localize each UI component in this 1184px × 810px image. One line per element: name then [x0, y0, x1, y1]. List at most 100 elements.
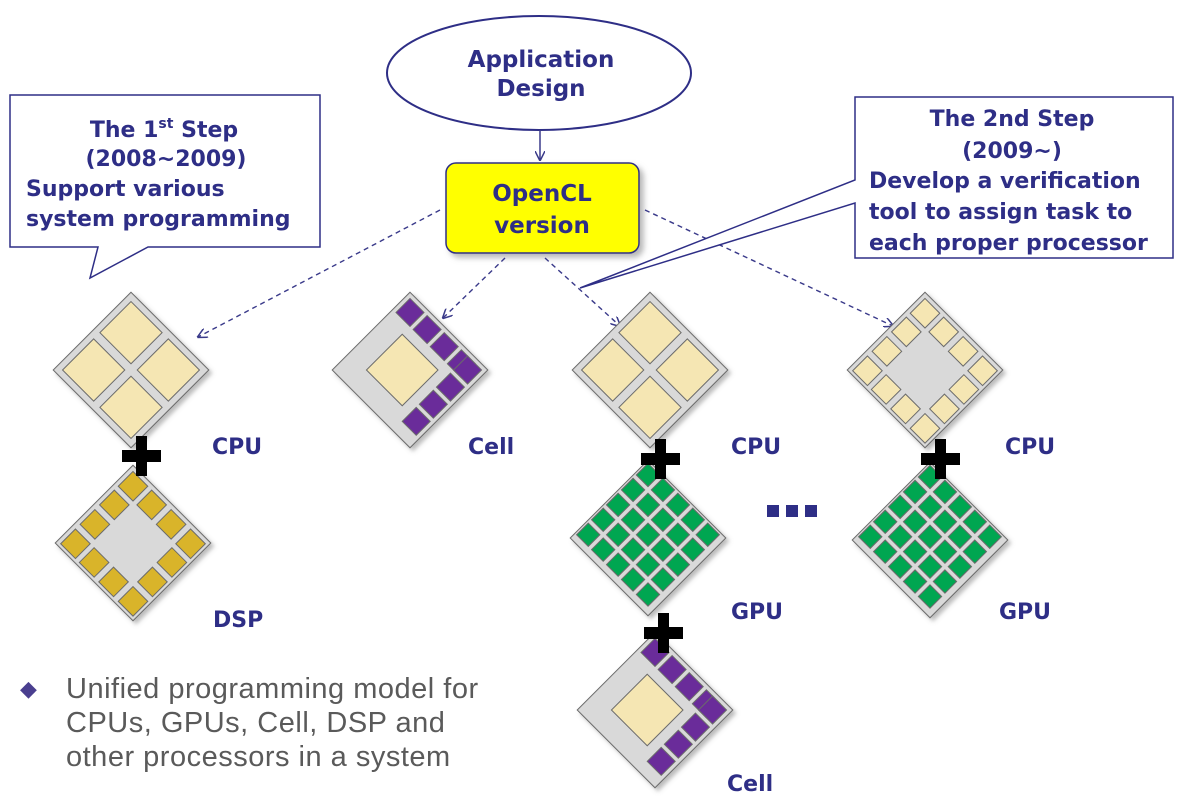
gpu-core	[932, 569, 958, 594]
step1-line1: Support various	[26, 177, 225, 202]
arrow-to-cpu-gpu	[644, 209, 893, 326]
spe-core	[697, 695, 728, 725]
dsp-core	[98, 489, 130, 521]
arrow-to-cell	[443, 257, 506, 318]
gpu-core	[605, 492, 631, 518]
spe-core	[657, 654, 687, 685]
cpu-core	[618, 375, 682, 440]
cpu-core	[99, 375, 163, 440]
spe-core	[680, 712, 711, 742]
chip-cpu-left	[52, 291, 210, 449]
cpu-core	[136, 338, 201, 402]
gpu-core	[620, 507, 646, 533]
ellipsis-dot	[786, 505, 798, 517]
chip-gpu-right	[851, 461, 1009, 619]
application-design-line1: Application	[468, 47, 615, 73]
spe-core	[429, 331, 459, 362]
plus-icon	[641, 439, 680, 479]
spe-core	[674, 671, 704, 702]
gpu-core	[620, 567, 646, 592]
dsp-core	[78, 546, 110, 578]
gpu-core	[665, 492, 691, 518]
gpu-core	[680, 537, 706, 563]
ellipsis-dot	[767, 505, 779, 517]
dsp-core	[156, 546, 188, 578]
gpu-core	[605, 552, 631, 577]
gpu-core	[917, 554, 943, 579]
dsp-core	[136, 566, 168, 598]
gpu-core	[872, 539, 898, 565]
cpu-core	[851, 355, 883, 387]
spe-core	[418, 389, 449, 419]
gpu-core	[917, 494, 943, 520]
gpu-core	[932, 509, 958, 535]
step2-years: (2009~)	[962, 139, 1062, 164]
spe-core	[395, 297, 425, 328]
opencl-line1: OpenCL	[492, 181, 592, 207]
ellipsis-dot	[805, 505, 817, 517]
gpu-core	[620, 477, 646, 503]
summary-text: Unified programming model for CPUs, GPUs…	[66, 673, 479, 773]
cpu-core	[870, 373, 902, 405]
cpu-core	[890, 316, 922, 348]
spe-core	[646, 746, 676, 777]
dsp-core	[98, 566, 130, 598]
gpu-core	[902, 539, 928, 565]
cpu-core	[871, 335, 903, 367]
label-cpu-1: CPU	[212, 435, 262, 460]
step1-years: (2008~2009)	[85, 147, 246, 172]
spe-core	[412, 314, 442, 345]
step2-line1: Develop a verification	[869, 169, 1141, 194]
cpu-core	[655, 338, 720, 402]
gpu-core	[947, 494, 973, 520]
gpu-core	[932, 539, 958, 565]
gpu-core	[590, 507, 616, 533]
dsp-core	[117, 470, 149, 502]
gpu-core	[947, 524, 973, 550]
gpu-core	[887, 524, 913, 550]
chip-labels: CPU DSP Cell CPU GPU Cell CPU GPU	[212, 435, 1055, 797]
ppe-core	[610, 673, 684, 747]
cpu-core	[618, 300, 682, 365]
dsp-core	[155, 508, 187, 540]
chip-gpu-middle	[569, 459, 727, 617]
summary-bullet: ◆ Unified programming model for CPUs, GP…	[20, 672, 480, 774]
cpu-core	[890, 393, 922, 425]
step1-title: The 1st Step	[90, 116, 238, 143]
cpu-core	[580, 338, 645, 402]
label-cpu-3: CPU	[1005, 435, 1055, 460]
opencl-node: OpenCL version	[445, 162, 640, 254]
cpu-core	[928, 316, 960, 348]
gpu-core	[650, 477, 676, 503]
gpu-core	[590, 537, 616, 563]
gpu-core	[650, 507, 676, 533]
chip-die	[54, 464, 212, 622]
gpu-core	[887, 494, 913, 520]
cpu-core	[967, 355, 999, 387]
ellipsis-mark	[767, 505, 817, 517]
gpu-core	[917, 584, 943, 609]
gpu-core	[902, 509, 928, 535]
gpu-core	[695, 522, 721, 548]
application-design-node: Application Design	[386, 15, 692, 131]
chip-die	[571, 291, 729, 449]
cpu-core	[909, 412, 941, 444]
cpu-core	[948, 373, 980, 405]
gpu-core	[680, 507, 706, 533]
gpu-core	[635, 522, 661, 548]
step1-callout: The 1st Step (2008~2009) Support various…	[9, 94, 321, 280]
label-dsp: DSP	[213, 608, 263, 633]
gpu-core	[665, 552, 691, 577]
ppe-core	[365, 333, 439, 407]
step2-line3: each proper processor	[869, 231, 1148, 256]
gpu-core	[962, 539, 988, 565]
gpu-core	[635, 552, 661, 577]
gpu-core	[902, 569, 928, 594]
gpu-core	[902, 479, 928, 505]
label-cell-2: Cell	[727, 772, 773, 797]
chip-cpu-middle	[571, 291, 729, 449]
cpu-core	[99, 300, 163, 365]
gpu-core	[620, 537, 646, 563]
gpu-core	[932, 479, 958, 505]
